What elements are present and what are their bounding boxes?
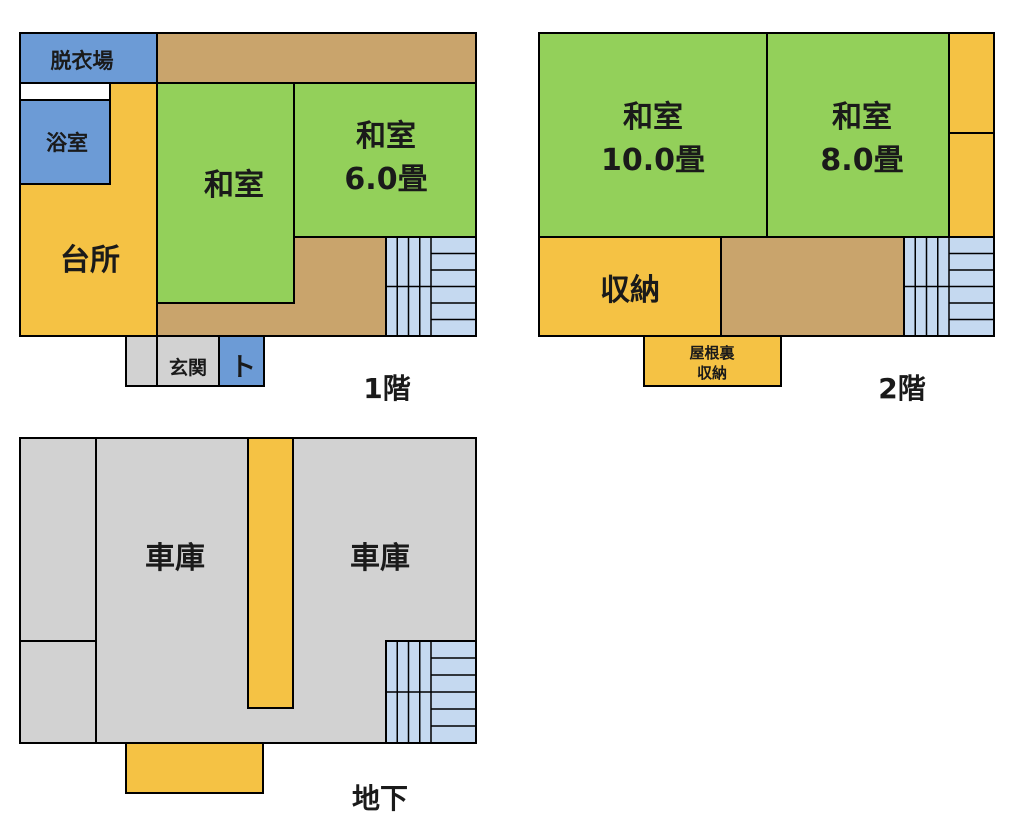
label-yaneura-2: 収納 bbox=[697, 364, 727, 382]
label-washitsu-1b-size: 6.0畳 bbox=[344, 162, 427, 197]
floor-label-1f: 1階 bbox=[363, 372, 410, 405]
stairs-b1 bbox=[385, 640, 477, 744]
basement-extension bbox=[125, 742, 264, 794]
label-datsuijo: 脱衣場 bbox=[51, 49, 114, 73]
closet-2f-top bbox=[948, 32, 995, 134]
room-genkan bbox=[156, 335, 220, 387]
label-washitsu-2b-size: 8.0畳 bbox=[820, 143, 903, 178]
floor-1-plan: 脱衣場 浴室 台所 和室 和室 6.0畳 玄関 ト 1階 bbox=[19, 32, 477, 405]
stairs-2f bbox=[903, 236, 995, 337]
label-yaneura-1: 屋根裏 bbox=[689, 344, 735, 362]
room-washitsu-2a bbox=[538, 32, 768, 238]
room-washitsu-1b bbox=[293, 82, 477, 238]
label-yokushitsu: 浴室 bbox=[46, 131, 88, 155]
label-genkan: 玄関 bbox=[169, 356, 207, 379]
floor-2-plan: 和室 10.0畳 和室 8.0畳 収納 屋根裏 収納 2階 bbox=[538, 32, 995, 405]
hallway-top bbox=[156, 32, 477, 84]
porch-left bbox=[125, 335, 158, 387]
basement-plan: 車庫 車庫 地下 bbox=[19, 437, 477, 815]
room-toilet bbox=[218, 335, 265, 387]
label-daidokoro: 台所 bbox=[60, 243, 120, 278]
label-washitsu-2a-size: 10.0畳 bbox=[601, 143, 705, 178]
center-column bbox=[247, 437, 294, 709]
storage-left-bottom bbox=[19, 640, 97, 744]
label-garage-b: 車庫 bbox=[350, 541, 410, 576]
room-washitsu-1a bbox=[156, 82, 295, 304]
floor-label-2f: 2階 bbox=[878, 372, 925, 405]
label-washitsu-2a-name: 和室 bbox=[623, 100, 683, 135]
label-toilet: ト bbox=[230, 353, 256, 383]
closet-2f-bottom bbox=[948, 132, 995, 238]
stairs-1f bbox=[385, 236, 477, 337]
room-yokushitsu bbox=[19, 99, 111, 185]
storage-left-top bbox=[19, 437, 97, 642]
room-washitsu-2b bbox=[766, 32, 950, 238]
floor-label-b1: 地下 bbox=[352, 782, 408, 815]
label-washitsu-1b-name: 和室 bbox=[356, 119, 416, 154]
label-washitsu-2b-name: 和室 bbox=[832, 100, 892, 135]
hallway-2f bbox=[720, 236, 905, 337]
label-washitsu-1a: 和室 bbox=[204, 168, 264, 203]
label-shuno: 収納 bbox=[600, 273, 660, 308]
label-garage-a: 車庫 bbox=[145, 541, 205, 576]
